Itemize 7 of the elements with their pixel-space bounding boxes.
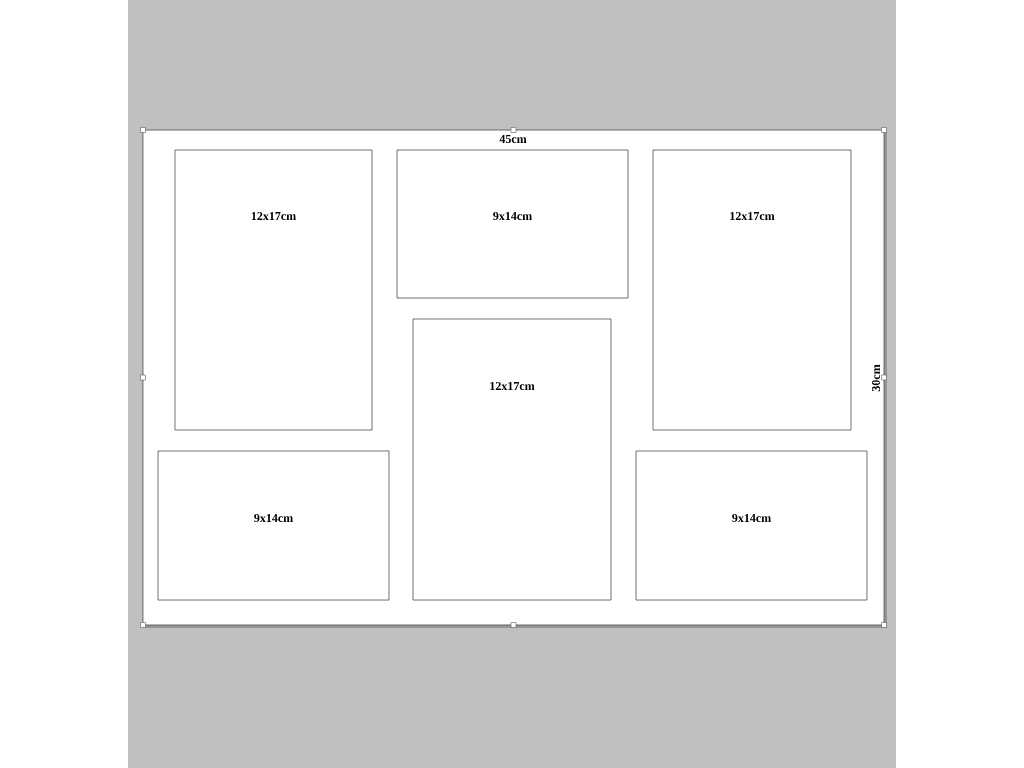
photo-slot: 12x17cm [412, 318, 612, 601]
photo-slot: 12x17cm [652, 149, 852, 431]
photo-slot: 9x14cm [157, 450, 390, 601]
photo-slot: 9x14cm [635, 450, 868, 601]
photo-slot: 9x14cm [396, 149, 629, 299]
dimension-label: 30cm [871, 364, 881, 392]
photo-slot: 12x17cm [174, 149, 373, 431]
